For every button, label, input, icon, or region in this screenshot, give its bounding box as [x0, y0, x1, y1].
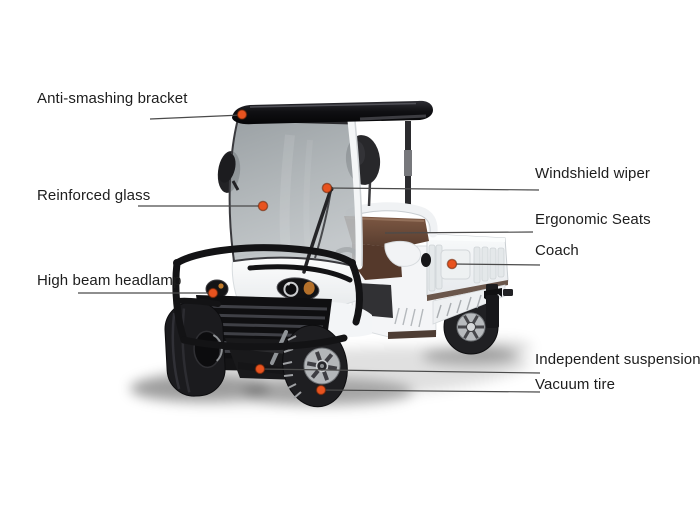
mud-flap [486, 295, 499, 328]
label-vacuum-tire: Vacuum tire [535, 376, 616, 393]
front-left-wheel [164, 301, 226, 397]
guard-left-brace [175, 297, 221, 307]
side-mirror-left [218, 153, 240, 191]
brush-guard [172, 244, 363, 351]
cab-rocker-strip [388, 330, 436, 339]
wiper-blade [302, 187, 333, 274]
seat-armrest [384, 240, 422, 267]
roof-top-highlight [249, 102, 417, 108]
leader-vacuum-tire [320, 389, 541, 393]
label-coach: Coach [535, 242, 579, 259]
canopy-roof [232, 100, 433, 125]
cargo-skirt-hatches [436, 294, 482, 319]
dot-coach [446, 258, 458, 270]
guard-inner-rail [247, 264, 353, 283]
leader-windshield-wiper [326, 187, 540, 191]
label-high-beam-headlamp: High beam headlamp [37, 272, 182, 289]
guard-right-upright [348, 259, 363, 326]
seats [344, 216, 431, 280]
seat-frame-rail-edge [349, 210, 431, 234]
dot-independent-suspension [254, 363, 266, 375]
left-tire-tread [181, 308, 191, 393]
cab-floor-opening [357, 283, 393, 318]
headlamp-right-ring [283, 281, 299, 297]
dot-windshield-wiper [321, 182, 333, 194]
canopy-front-pillar-edge [354, 120, 363, 267]
rear-hub [466, 322, 476, 332]
label-anti-smashing-bracket: Anti-smashing bracket [37, 90, 188, 107]
headlamp-right-glint [286, 282, 290, 286]
leader-anti-smashing-bracket [149, 114, 243, 120]
right-hub-center [320, 364, 324, 368]
dot-anti-smashing-bracket [236, 109, 248, 120]
headlamp-left-amber [218, 283, 224, 289]
canopy-front-pillar [347, 117, 363, 270]
cab-panel-hatches [394, 307, 424, 328]
leader-independent-suspension [259, 368, 541, 374]
right-tire-tread [282, 335, 302, 399]
guard-top-rail [173, 244, 356, 267]
dot-high-beam-headlamp [207, 287, 219, 299]
mirror-housing [218, 153, 236, 183]
headlamp-right-amber [303, 281, 315, 295]
label-ergonomic-seats: Ergonomic Seats [535, 211, 651, 228]
canopy-rear-post [403, 121, 412, 209]
headlamp-right [276, 277, 320, 301]
leader-coach [451, 263, 541, 266]
annotations [78, 109, 541, 396]
guard-joint [173, 259, 181, 267]
dot-vacuum-tire [315, 384, 327, 396]
cargo-bed [426, 233, 513, 328]
glass-reflection [279, 134, 295, 253]
tow-bracket [503, 289, 513, 296]
guard-bottom-rail [180, 334, 348, 351]
glass-reflection [303, 139, 313, 251]
cargo-bed-top-rail [427, 234, 505, 242]
cargo-bed-ribs [428, 244, 505, 292]
headrest-post [367, 181, 372, 207]
mirror-arm [231, 180, 240, 191]
seat-latch-knob [421, 253, 431, 267]
leader-ergonomic-seats [384, 231, 534, 234]
rear-post-sleeve [404, 150, 412, 176]
guard-joint [348, 259, 356, 267]
left-tire-tread [171, 312, 181, 390]
seat-frame-rail [345, 202, 438, 238]
dot-reinforced-glass [257, 200, 269, 212]
roof-underside [359, 114, 427, 121]
label-windshield-wiper: Windshield wiper [535, 165, 650, 182]
label-reinforced-glass: Reinforced glass [37, 187, 151, 204]
seat-back [344, 216, 429, 248]
label-independent-suspension: Independent suspension [535, 351, 700, 368]
